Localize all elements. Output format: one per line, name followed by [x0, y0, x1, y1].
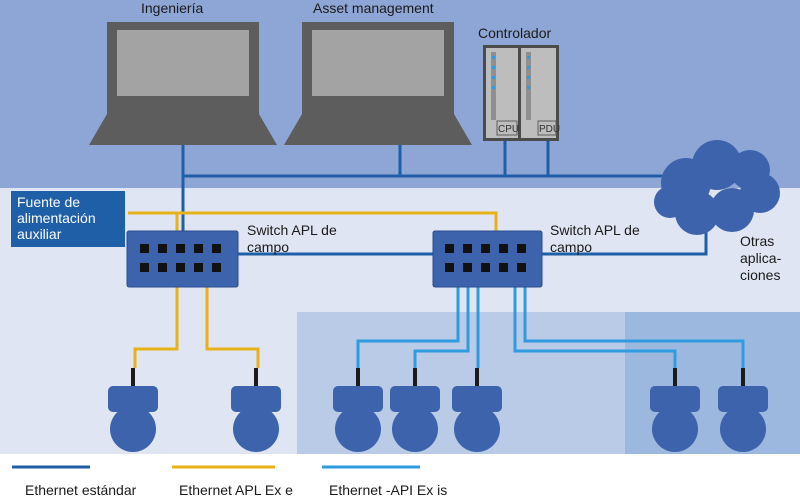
label-otras-aplicaciones: Otras aplica- ciones: [740, 233, 782, 283]
field-device-icon-6: [650, 368, 700, 452]
switch-icon-left: [126, 230, 239, 288]
field-device-icon-7: [718, 368, 768, 452]
laptop-icon-asset-management: [284, 22, 472, 145]
label-controlador: Controlador: [478, 25, 552, 41]
cable-otras-aplicaciones: [542, 225, 708, 256]
apl-ex-e-cables: [128, 211, 498, 368]
legend-label-ex-e: Ethernet APL Ex e: [179, 482, 293, 498]
standard-ethernet-cables: [181, 140, 708, 256]
cable-device-1: [133, 286, 179, 368]
cable-device-2: [205, 286, 260, 368]
switch-icon-right: [432, 230, 543, 288]
field-device-icon-4: [390, 368, 440, 452]
legend-label-ex-is: Ethernet -API Ex is: [329, 482, 448, 498]
label-ingenieria: Ingeniería: [141, 0, 204, 16]
label-fuente-alimentacion: Fuente de alimentación auxiliar: [11, 191, 125, 247]
field-device-icon-5: [452, 368, 502, 452]
field-devices: [108, 368, 768, 452]
controller-icon: CPU PDU: [483, 45, 560, 141]
cable-device-6: [513, 286, 677, 368]
legend-label-standard: Ethernet estándar: [25, 482, 137, 498]
label-switch-left: Switch APL de campo: [247, 222, 337, 255]
field-device-icon-3: [333, 368, 383, 452]
field-device-icon-2: [231, 368, 281, 452]
cable-device-3: [356, 286, 460, 368]
cable-device-7: [523, 286, 745, 368]
field-device-icon-1: [108, 368, 158, 452]
apl-ex-is-cables: [356, 286, 745, 368]
laptop-icon-ingenieria: [89, 22, 277, 145]
cable-auxiliary-power: [128, 211, 498, 234]
label-asset-management: Asset management: [313, 0, 434, 16]
pdu-module-label: PDU: [539, 124, 560, 135]
cloud-icon: [654, 140, 780, 235]
ex-is-zone-2: [625, 312, 800, 454]
cable-device-4: [413, 286, 470, 368]
cpu-module-label: CPU: [498, 124, 519, 135]
label-switch-right: Switch APL de campo: [550, 222, 640, 255]
